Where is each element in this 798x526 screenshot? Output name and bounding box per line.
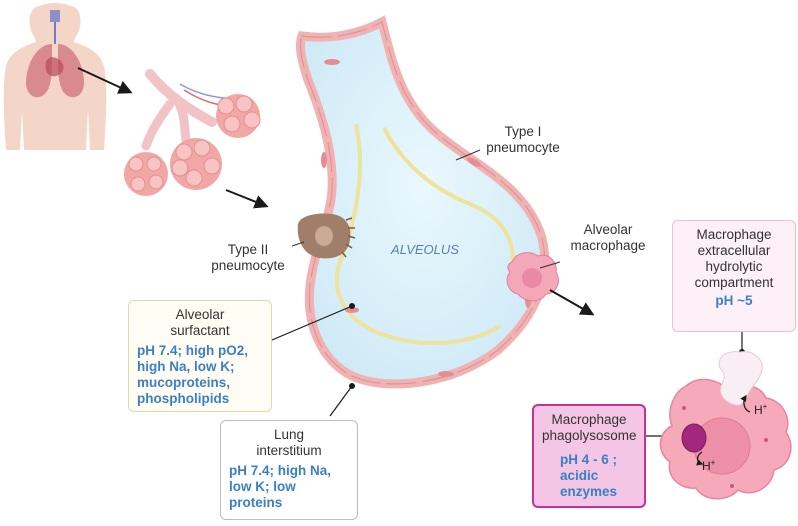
- h-plus-bottom-label: H+: [702, 458, 716, 473]
- h-plus-top-label: H+: [754, 402, 768, 417]
- phagolysosome-box: Macrophage phagolysosome pH 4 - 6 ; acid…: [532, 404, 646, 508]
- interstitium-info: pH 7.4; high Na, low K; low proteins: [229, 463, 332, 510]
- alveolus-illustration: [295, 15, 550, 389]
- lung-interstitium-box: Lung interstitium pH 7.4; high Na, low K…: [220, 420, 358, 520]
- type2-leader: [291, 241, 305, 247]
- macrophage-large-cell: [659, 351, 792, 500]
- interstitium-title: Lung interstitium: [256, 427, 322, 458]
- alveolar-macrophage-label: Alveolar macrophage: [570, 222, 646, 253]
- type1-leader: [455, 149, 481, 161]
- sac-arrow: [225, 189, 269, 209]
- surfactant-info: pH 7.4; high pO2, high Na, low K; mucopr…: [137, 343, 249, 406]
- type2-pneumocyte-cell: [297, 213, 356, 259]
- extracellular-info: pH ~5: [715, 293, 753, 308]
- extracellular-title: Macrophage extracellular hydrolytic comp…: [694, 227, 774, 290]
- phagolysosome-title: Macrophage phagolysosome: [542, 412, 637, 443]
- alveolar-surfactant-box: Alveolar surfactant pH 7.4; high pO2, hi…: [128, 300, 272, 412]
- bronchiole-illustration: [124, 69, 261, 196]
- macrophage-arrow: [549, 289, 595, 316]
- phagolysosome-info: pH 4 - 6 ; acidic enzymes: [560, 452, 618, 499]
- interstitium-leader-dot: [349, 383, 355, 389]
- type2-pneumocyte-label: Type II pneumocyte: [211, 242, 285, 273]
- torso-illustration: [3, 3, 107, 150]
- alveolar-macrophage-cell: [506, 252, 559, 302]
- macrophage-leader: [539, 261, 561, 269]
- interstitium-leader: [329, 385, 353, 417]
- type1-pneumocyte-label: Type I pneumocyte: [486, 124, 560, 155]
- surfactant-title: Alveolar surfactant: [170, 307, 230, 338]
- surfactant-leader: [271, 305, 353, 341]
- surfactant-leader-dot: [349, 303, 355, 309]
- torso-arrow: [77, 67, 133, 94]
- extracellular-compartment-box: Macrophage extracellular hydrolytic comp…: [672, 220, 796, 332]
- alveolus-label: ALVEOLUS: [391, 242, 459, 257]
